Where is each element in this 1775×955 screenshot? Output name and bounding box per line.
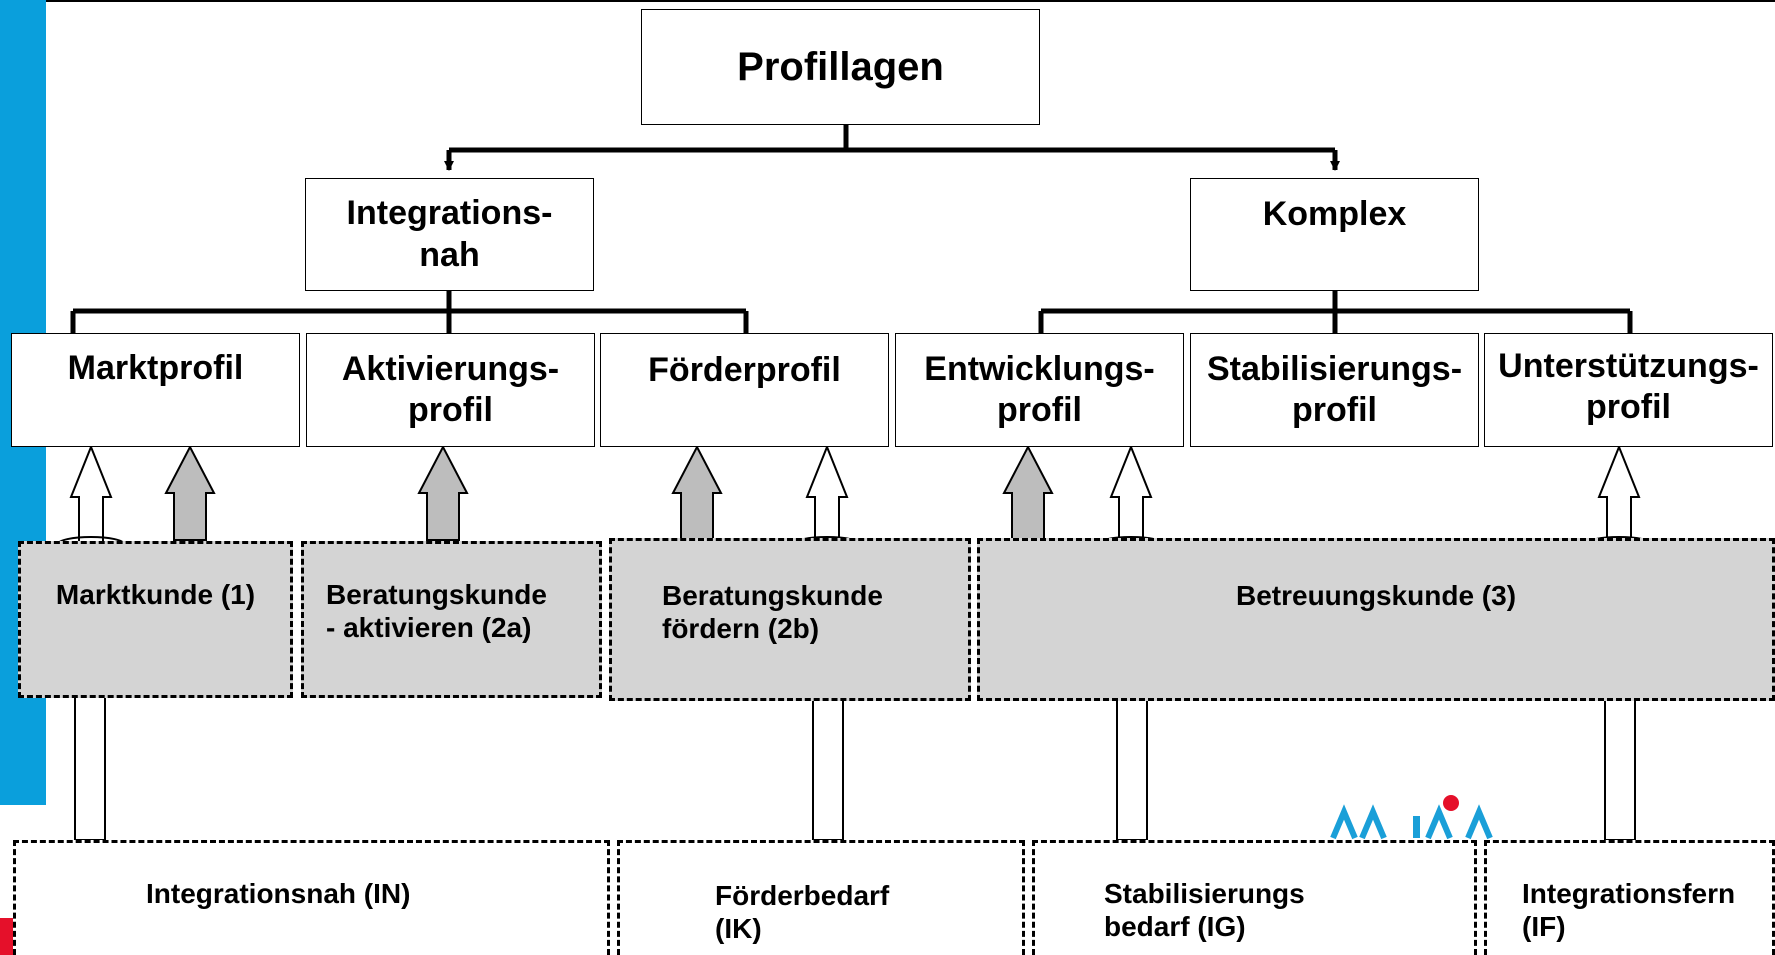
customer-label: Betreuungskunde (3)	[1235, 580, 1517, 611]
customer-beratungskunde-foerdern: Beratungskunde fördern (2b)	[609, 538, 971, 701]
customer-label: Beratungskunde fördern (2b)	[662, 580, 883, 645]
need-label: Förderbedarf (IK)	[715, 880, 890, 945]
corner-red-mark	[0, 918, 13, 955]
gray-arrow-entwicklungsprofil	[1002, 444, 1054, 541]
white-arrow-unterstuetzungsprofil	[1597, 444, 1641, 545]
need-foerderbedarf: Förderbedarf (IK)	[617, 840, 1025, 955]
maia-logo-icon	[1330, 795, 1493, 840]
customer-label: Beratungskunde - aktivieren (2a)	[326, 579, 547, 644]
customer-marktkunde: Marktkunde (1)	[18, 541, 293, 698]
group-label: Komplex	[1262, 195, 1407, 233]
root-node: Profillagen	[641, 9, 1040, 125]
white-arrow-marktprofil	[69, 444, 113, 545]
group-integrationsnah: Integrations- nah	[305, 178, 594, 291]
profile-label: Unterstützungs- profil	[1498, 347, 1759, 427]
gray-arrow-aktivierungsprofil	[417, 444, 469, 541]
customer-label: Marktkunde (1)	[55, 579, 256, 610]
gray-arrow-foerderprofil	[671, 444, 723, 541]
need-label: Stabilisierungs bedarf (IG)	[1104, 878, 1305, 943]
profile-entwicklungsprofil: Entwicklungs- profil	[895, 333, 1184, 447]
needs-shaft-in	[74, 689, 106, 841]
profile-label: Marktprofil	[67, 349, 244, 387]
profile-aktivierungsprofil: Aktivierungs- profil	[306, 333, 595, 447]
needs-shaft-ig	[1116, 689, 1148, 841]
gray-arrow-marktprofil	[164, 444, 216, 541]
need-stabilisierungsbedarf: Stabilisierungs bedarf (IG)	[1032, 840, 1477, 955]
need-label: Integrationsnah (IN)	[146, 878, 411, 909]
need-integrationsfern: Integrationsfern (IF)	[1484, 840, 1775, 955]
profile-marktprofil: Marktprofil	[11, 333, 300, 447]
profile-label: Aktivierungs- profil	[341, 349, 560, 429]
need-label: Integrationsfern (IF)	[1522, 878, 1736, 943]
white-arrow-entwicklungsprofil	[1109, 444, 1153, 545]
profile-label: Förderprofil	[648, 351, 841, 389]
needs-shaft-ik	[812, 689, 844, 841]
profile-unterstuetzungsprofil: Unterstützungs- profil	[1484, 333, 1773, 447]
profile-stabilisierungsprofil: Stabilisierungs- profil	[1190, 333, 1479, 447]
profile-label: Entwicklungs- profil	[924, 349, 1155, 429]
group-label: Integrations- nah	[346, 194, 553, 274]
need-integrationsnah: Integrationsnah (IN)	[13, 840, 610, 955]
root-label: Profillagen	[737, 44, 944, 89]
top-border-line	[0, 0, 1775, 2]
needs-shaft-if	[1604, 689, 1636, 841]
customer-beratungskunde-aktivieren: Beratungskunde - aktivieren (2a)	[301, 541, 602, 698]
profile-foerderprofil: Förderprofil	[600, 333, 889, 447]
white-arrow-foerderprofil	[805, 444, 849, 545]
customer-betreuungskunde: Betreuungskunde (3)	[977, 538, 1775, 701]
group-komplex: Komplex	[1190, 178, 1479, 291]
profile-label: Stabilisierungs- profil	[1206, 349, 1463, 429]
